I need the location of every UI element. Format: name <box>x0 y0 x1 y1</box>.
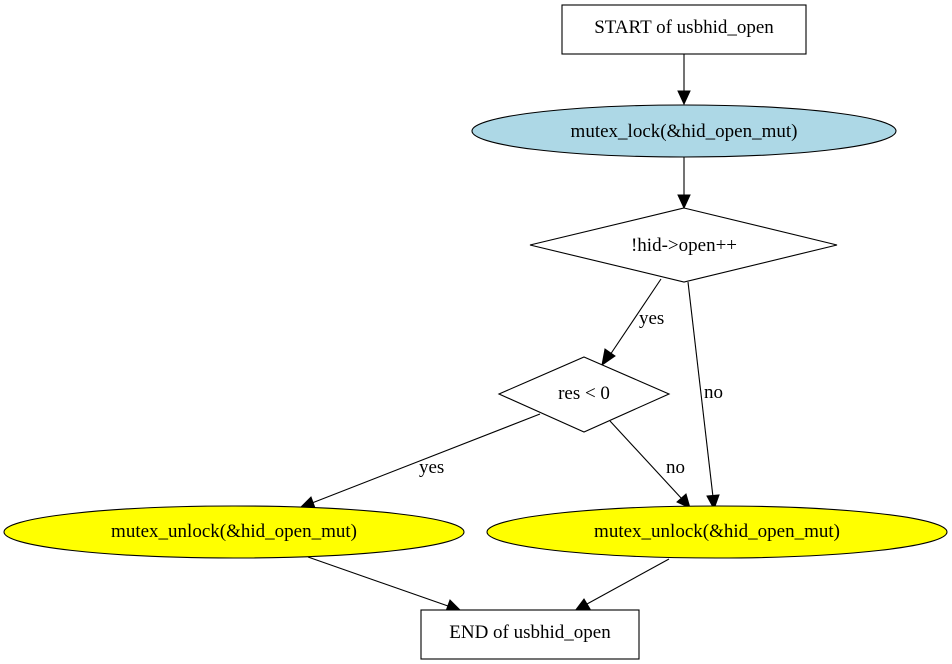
edge-start-to-lock <box>677 54 691 106</box>
edge-lock-to-cond-open <box>677 157 691 210</box>
open-count-diamond <box>529 207 838 283</box>
start-node: START of usbhid_open <box>561 4 807 55</box>
edge-unlock-left-to-end <box>307 556 463 612</box>
edge-label-no: no <box>666 457 685 478</box>
mutex-lock-node: mutex_lock(&hid_open_mut) <box>471 104 897 158</box>
mutex-unlock-right-ellipse <box>486 505 948 559</box>
end-label: END of usbhid_open <box>449 622 611 643</box>
edge-cond-open-to-cond-res: yes <box>601 278 664 367</box>
arrowhead <box>445 599 463 612</box>
res-check-decision-node: res < 0 <box>497 356 671 433</box>
arrowhead <box>573 598 591 612</box>
arrowhead <box>601 348 616 367</box>
arrowhead <box>706 494 720 511</box>
start-box <box>561 4 807 55</box>
arrowhead <box>677 90 691 106</box>
edge-cond-open-to-unlock-right: no <box>687 281 723 511</box>
arrowhead <box>676 493 691 509</box>
res-check-diamond <box>497 356 671 433</box>
mutex-lock-label: mutex_lock(&hid_open_mut) <box>571 121 798 142</box>
arrowhead <box>677 194 691 210</box>
end-box <box>420 609 640 660</box>
edge-cond-res-to-unlock-right: no <box>609 420 691 509</box>
mutex-unlock-left-label: mutex_unlock(&hid_open_mut) <box>111 521 357 542</box>
edge-cond-res-to-unlock-left: yes <box>298 413 541 509</box>
mutex-unlock-left-node: mutex_unlock(&hid_open_mut) <box>3 505 465 559</box>
nodes: START of usbhid_open mutex_lock(&hid_ope… <box>3 4 948 660</box>
arrowhead <box>298 496 316 509</box>
end-node: END of usbhid_open <box>420 609 640 660</box>
open-count-label: !hid->open++ <box>631 235 737 256</box>
edge-label-yes: yes <box>639 308 664 329</box>
edges: yes no yes no <box>298 54 723 612</box>
mutex-lock-ellipse <box>471 104 897 158</box>
mutex-unlock-right-node: mutex_unlock(&hid_open_mut) <box>486 505 948 559</box>
edge-label-yes: yes <box>419 457 444 478</box>
mutex-unlock-right-label: mutex_unlock(&hid_open_mut) <box>594 521 840 542</box>
mutex-unlock-left-ellipse <box>3 505 465 559</box>
open-count-decision-node: !hid->open++ <box>529 207 838 283</box>
edge-unlock-right-to-end <box>573 558 670 612</box>
res-check-label: res < 0 <box>558 383 610 404</box>
edge-label-no: no <box>704 382 723 403</box>
start-label: START of usbhid_open <box>594 17 774 38</box>
